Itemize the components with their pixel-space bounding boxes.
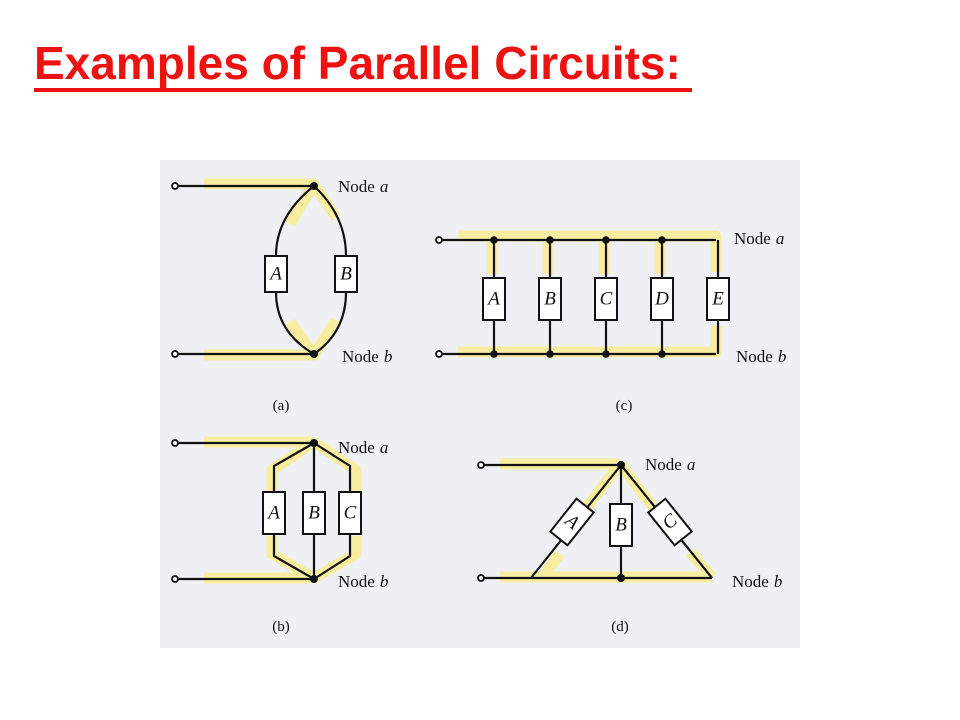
panel-b-component-a <box>262 491 286 535</box>
panel-c-component-c <box>594 277 618 321</box>
panel-c-component-a-label: A <box>486 289 500 310</box>
panel-a-component-b-label: B <box>340 264 352 285</box>
panel-d-node-a-dot <box>617 461 625 469</box>
panel-a-component-a <box>264 255 288 293</box>
panel-c-bottom-dot-2 <box>546 350 554 358</box>
panel-c-component-c-label: C <box>600 289 613 310</box>
panel-d-component-c: C <box>646 497 694 547</box>
panel-b-terminal-bottom <box>171 575 179 583</box>
panel-c-bottom-dot-1 <box>490 350 498 358</box>
panel-c-component-a <box>482 277 506 321</box>
panel-c-terminal-bottom <box>435 350 443 358</box>
panel-c-top-dot-2 <box>546 236 554 244</box>
panel-a-wires <box>178 184 348 356</box>
panel-b-node-a-dot <box>310 439 318 447</box>
panel-c-bottom-dot-4 <box>658 350 666 358</box>
slide-title: Examples of Parallel Circuits: <box>34 37 707 89</box>
panel-c-top-dot-3 <box>602 236 610 244</box>
panel-b-component-b-label: B <box>308 503 320 524</box>
panel-a-terminal-bottom <box>171 350 179 358</box>
panel-a-component-a-label: A <box>268 264 282 285</box>
panel-d-caption: (d) <box>611 619 629 635</box>
panel-c-component-b-label: B <box>544 289 556 310</box>
panel-c-component-e-label: E <box>711 289 724 310</box>
panel-b-caption: (b) <box>272 619 290 635</box>
panel-c-caption: (c) <box>616 398 633 414</box>
panel-c-terminal-top <box>435 236 443 244</box>
panel-c-bottom-dot-3 <box>602 350 610 358</box>
title-underline <box>34 88 692 92</box>
panel-c-top-dot-1 <box>490 236 498 244</box>
panel-b-component-b <box>302 491 326 535</box>
panel-d-terminal-top <box>477 461 485 469</box>
panel-a-node-a-dot <box>310 182 318 190</box>
panel-c-component-e <box>706 277 730 321</box>
panel-d-component-b <box>609 503 633 547</box>
panel-a-node-b-dot <box>310 350 318 358</box>
panel-b-terminal-top <box>171 439 179 447</box>
panel-d-terminal-bottom <box>477 574 485 582</box>
panel-a-caption: (a) <box>273 398 290 414</box>
panel-b-component-c <box>338 491 362 535</box>
panel-d-node-b-dot <box>617 574 625 582</box>
panel-b-wires <box>178 441 352 581</box>
panel-c-top-dot-4 <box>658 236 666 244</box>
panel-b-component-c-label: C <box>344 503 357 524</box>
panel-c-highlight <box>458 230 722 358</box>
panel-c-component-b <box>538 277 562 321</box>
panel-c-component-d-label: D <box>654 289 669 310</box>
panel-d-component-b-label: B <box>615 515 627 536</box>
panel-b-node-b-dot <box>310 575 318 583</box>
panel-c-component-d <box>650 277 674 321</box>
panel-b-component-a-label: A <box>266 503 280 524</box>
panel-a-terminal-top <box>171 182 179 190</box>
panel-a-component-b <box>334 255 358 293</box>
